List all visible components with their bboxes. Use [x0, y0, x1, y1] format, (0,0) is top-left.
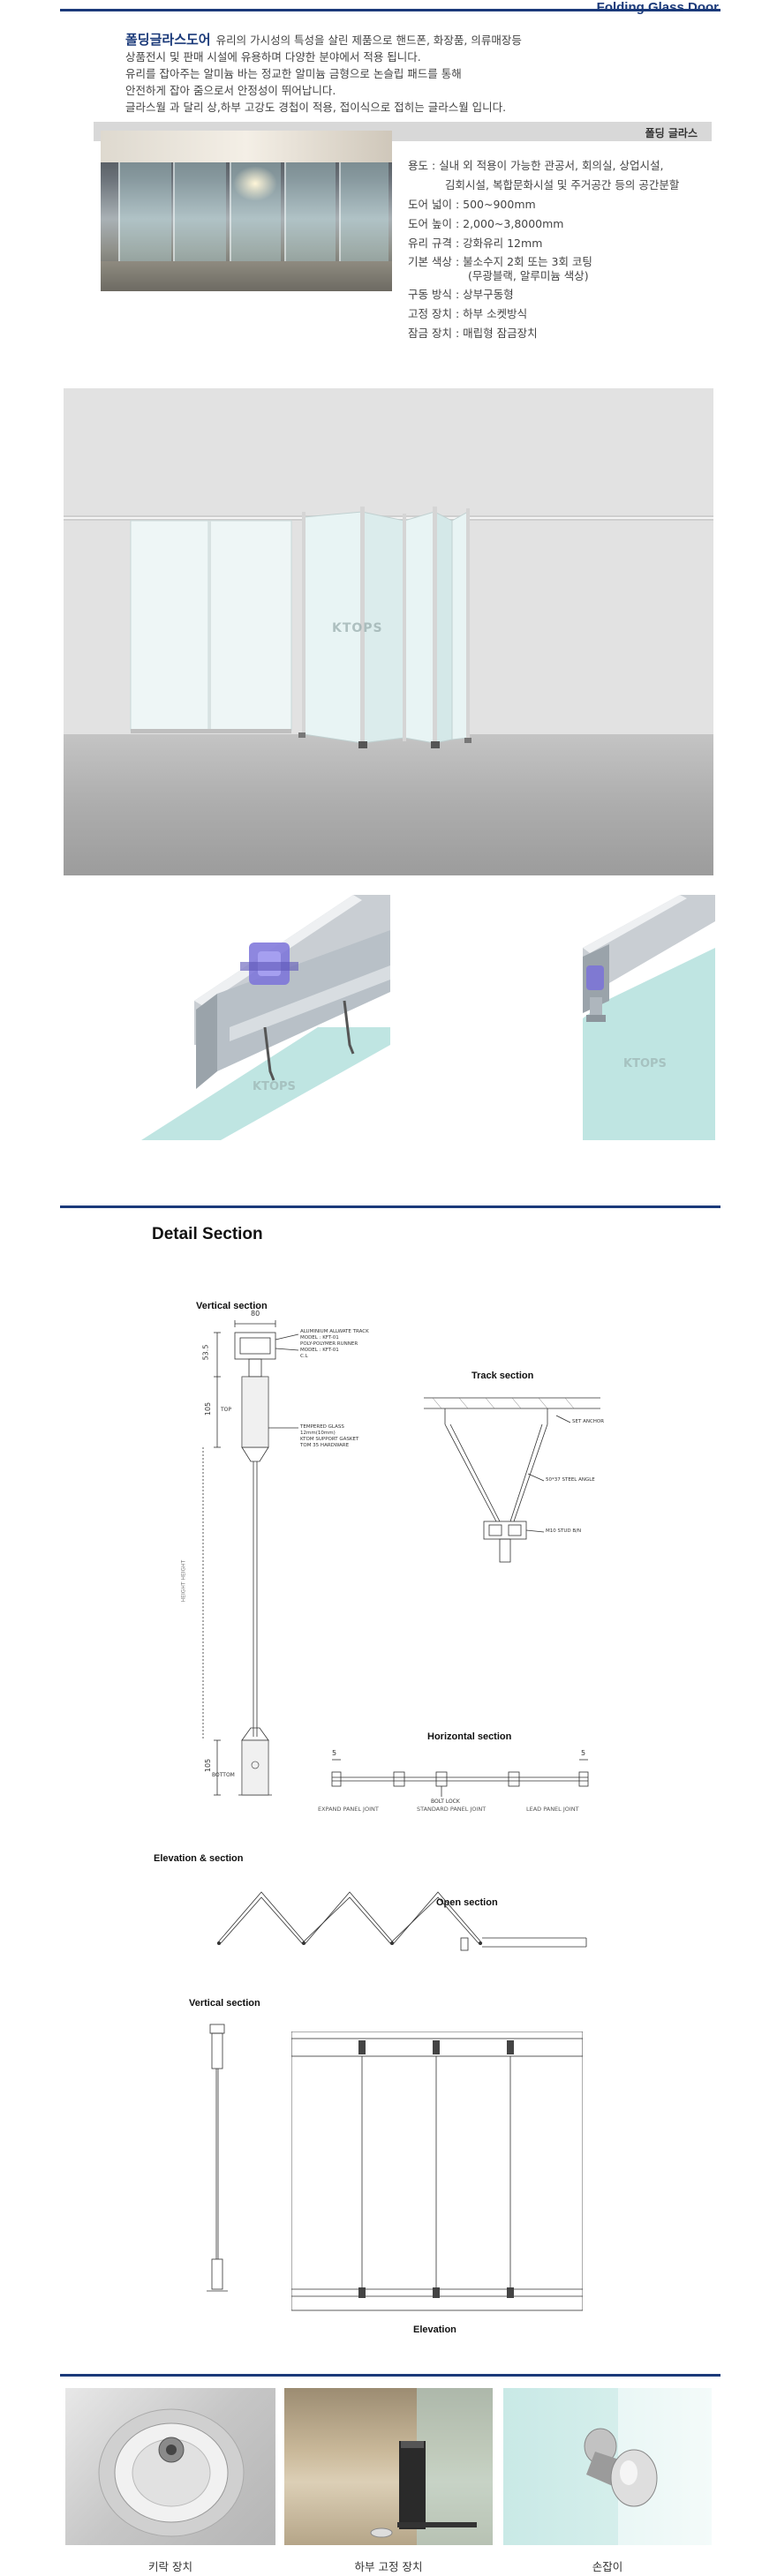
dim-5-left: 5 [332, 1749, 337, 1757]
spec-color-cont: (무광블랙, 알루미늄 색상) [468, 269, 589, 282]
label-steel-angle: 50*37 STEEL ANGLE [546, 1477, 595, 1483]
watermark-ktops-3: KTOPS [623, 1057, 667, 1070]
glass-note-3: TOM 35 HARDWARE [300, 1443, 350, 1448]
track-hardware-render-left: KTOPS [141, 895, 390, 1140]
caption-open-section: Open section [436, 1897, 498, 1908]
handle-photo [503, 2388, 712, 2545]
track-note-3: POLY-POLYMER RUNNER [300, 1341, 358, 1347]
label-set-anchor: SET ANCHOR [572, 1419, 605, 1424]
track-note-5: C.L [300, 1354, 308, 1359]
track-note-2: MODEL : KFT-01 [300, 1335, 339, 1341]
label-standard-joint: STANDARD PANEL JOINT [417, 1806, 487, 1813]
lock-photo [65, 2388, 275, 2545]
glass-notes: TEMPERED GLASS 12mm(10mm) KTOM SUPPORT G… [300, 1424, 380, 1449]
spec-lock: 잠금 장치 : 매립형 잠금장치 [408, 327, 538, 340]
dim-105-bottom: 105 [204, 1758, 213, 1773]
dim-53-5: 53.5 [201, 1344, 210, 1361]
product-name: 폴딩글라스도어 [125, 32, 211, 48]
watermark-ktops: KTOPS [332, 621, 383, 635]
section-rule-bottom [60, 2374, 720, 2377]
track-note-4: MODEL : KFT-01 [300, 1348, 339, 1353]
floor-fixing-photo [284, 2388, 493, 2545]
intro-line-5: 글라스월 과 달리 상,하부 고강도 경첩이 적용, 접이식으로 접히는 글라스… [125, 101, 507, 114]
caption-lock: 키락 장치 [148, 2560, 192, 2573]
track-section-drawing: SET ANCHOR 50*37 STEEL ANGLE M10 STUD B/… [415, 1389, 609, 1566]
caption-handle: 손잡이 [592, 2560, 623, 2573]
label-bolt-lock: BOLT LOCK [431, 1799, 460, 1805]
track-note-1: ALUMINIUM ALLWATE TRACK [300, 1329, 369, 1334]
dim-5-right: 5 [581, 1749, 586, 1757]
intro-text: 폴딩글라스도어 유리의 가시성의 특성을 살린 제품으로 핸드폰, 화장품, 의류… [125, 32, 690, 116]
detail-section-title: Detail Section [152, 1225, 263, 1243]
page-title: Folding Glass Door [596, 0, 719, 15]
spec-band-label: 폴딩 글라스 [645, 127, 698, 139]
caption-horizontal-section: Horizontal section [427, 1731, 512, 1742]
elevation-drawing [290, 2031, 584, 2314]
track-hardware-render-right: KTOPS [583, 895, 715, 1140]
spec-glass: 유리 규격 : 강화유리 12mm [408, 237, 543, 250]
label-bottom: BOTTOM [212, 1772, 235, 1778]
label-stud-bolt: M10 STUD B/N [546, 1528, 582, 1534]
header-rule [60, 9, 720, 11]
track-notes: ALUMINIUM ALLWATE TRACK MODEL : KFT-01 P… [300, 1329, 380, 1360]
spec-width: 도어 넓이 : 500~900mm [408, 198, 536, 211]
caption-elevation: Elevation [413, 2324, 456, 2335]
label-lead-joint: LEAD PANEL JOINT [526, 1806, 579, 1813]
folding-door-render: KTOPS [64, 388, 713, 875]
dim-80: 80 [251, 1310, 260, 1318]
caption-floor-fix: 하부 고정 장치 [354, 2560, 423, 2573]
section-rule [60, 1205, 720, 1208]
spec-color: 기본 색상 : 불소수지 2회 또는 3회 코팅 [408, 255, 592, 268]
intro-line-3: 유리를 잡아주는 알미늄 바는 정교한 알미늄 금형으로 논슬립 패드를 통해 [125, 67, 462, 80]
intro-line-4: 안전하게 잡아 줌으로서 안정성이 뛰어납니다. [125, 84, 336, 97]
glass-note-2: KTOM SUPPORT GASKET [300, 1437, 359, 1442]
spec-usage: 용도 : 실내 외 적용이 가능한 관공서, 회의실, 상업시설, [408, 159, 664, 172]
horizontal-section-drawing: 5 5 BOLT LOCK EXPAND PANEL JOINT STANDAR… [318, 1747, 600, 1818]
dim-105-top: 105 [204, 1401, 213, 1416]
intro-line-1: 유리의 가시성의 특성을 살린 제품으로 핸드폰, 화장품, 의류매장등 [215, 34, 522, 47]
open-section-drawing [203, 1880, 592, 1968]
caption-track-section: Track section [471, 1371, 534, 1381]
label-expand-joint: EXPAND PANEL JOINT [318, 1806, 379, 1813]
caption-vertical-section-2: Vertical section [189, 1998, 260, 2009]
glass-note-1: TEMPERED GLASS 12mm(10mm) [300, 1424, 344, 1436]
spec-usage-cont: 김회시설, 복합문화시설 및 주거공간 등의 공간분할 [445, 178, 680, 192]
label-top: TOP [221, 1407, 232, 1413]
label-height: HEIGHT HEIGHT [180, 1559, 187, 1603]
vertical-section-drawing-2 [201, 2021, 237, 2303]
watermark-ktops-2: KTOPS [253, 1080, 296, 1093]
spec-list: 용도 : 실내 외 적용이 가능한 관공서, 회의실, 상업시설, 김회시설, … [408, 157, 726, 344]
spec-height: 도어 높이 : 2,000~3,8000mm [408, 217, 564, 230]
vertical-section-drawing: 80 53.5 105 105 TOP BOTTOM HEIGHT HEIGHT… [180, 1310, 369, 1807]
spec-fixing: 고정 장치 : 하부 소켓방식 [408, 307, 528, 320]
intro-line-2: 상품전시 및 판매 시설에 유용하며 다양한 분야에서 적용 됩니다. [125, 50, 421, 64]
spec-drive: 구동 방식 : 상부구동형 [408, 288, 514, 301]
caption-elevation-section: Elevation & section [154, 1853, 244, 1864]
caption-vertical-section: Vertical section [196, 1301, 268, 1311]
lobby-photo [101, 131, 392, 291]
